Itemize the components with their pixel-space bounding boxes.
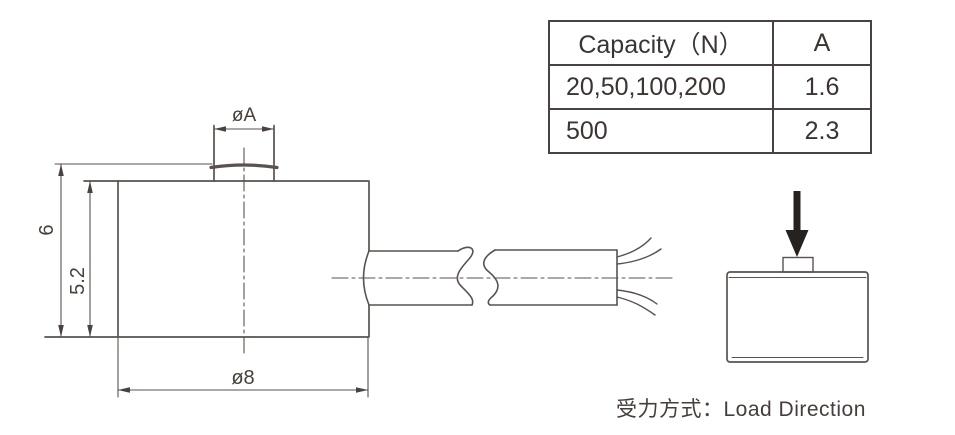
load-arrow-head <box>785 230 809 257</box>
capacity-header-cell: Capacity（N） <box>548 20 774 66</box>
arrowhead <box>214 126 226 132</box>
capacity-table: Capacity（N） A 20,50,100,200 1.6 500 2.3 <box>548 20 872 154</box>
dim-label-body-diameter: ø8 <box>231 367 254 389</box>
table-row: 20,50,100,200 1.6 <box>548 64 872 110</box>
illustration-boss <box>782 256 814 273</box>
capacity-value-cell: 500 <box>548 108 774 154</box>
lead-wires <box>616 237 662 316</box>
arrowhead <box>58 164 64 176</box>
dim-label-boss-diameter: øA <box>232 105 257 126</box>
dim-label-total-height: 6 <box>36 224 58 235</box>
a-header-cell: A <box>772 20 872 66</box>
wire-2 <box>616 248 662 265</box>
cable <box>362 246 618 306</box>
arrowhead <box>87 325 93 337</box>
dimension-labels: øA 6 5.2 ø8 <box>36 105 256 389</box>
load-direction-illustration <box>726 191 869 363</box>
arrowhead <box>262 126 274 132</box>
cable-entry-arc <box>362 250 370 306</box>
arrowhead <box>58 325 64 337</box>
cable-break-left <box>456 246 474 306</box>
load-arrow-icon <box>785 191 809 257</box>
arrowhead <box>87 181 93 193</box>
load-arrow-shaft <box>793 191 801 232</box>
arrowhead <box>356 387 368 393</box>
capacity-table-header-row: Capacity（N） A <box>548 20 872 66</box>
dimension-arrowheads <box>58 126 368 393</box>
dim-label-body-height: 5.2 <box>67 267 89 295</box>
capacity-value-cell: 20,50,100,200 <box>548 64 774 110</box>
wire-3 <box>616 289 658 305</box>
a-value-cell: 1.6 <box>772 64 872 110</box>
illustration-body <box>726 271 869 363</box>
arrowhead <box>118 387 130 393</box>
cable-break-right <box>482 249 499 306</box>
load-direction-caption: 受力方式：Load Direction <box>616 398 866 421</box>
wire-1 <box>616 237 652 258</box>
center-lines <box>243 147 677 357</box>
table-row: 500 2.3 <box>548 108 872 154</box>
wire-4 <box>616 296 656 316</box>
load-cell-body-outline <box>44 125 370 338</box>
boss-domed-top <box>209 163 279 170</box>
a-value-cell: 2.3 <box>772 108 872 154</box>
dimension-lines <box>54 124 369 398</box>
